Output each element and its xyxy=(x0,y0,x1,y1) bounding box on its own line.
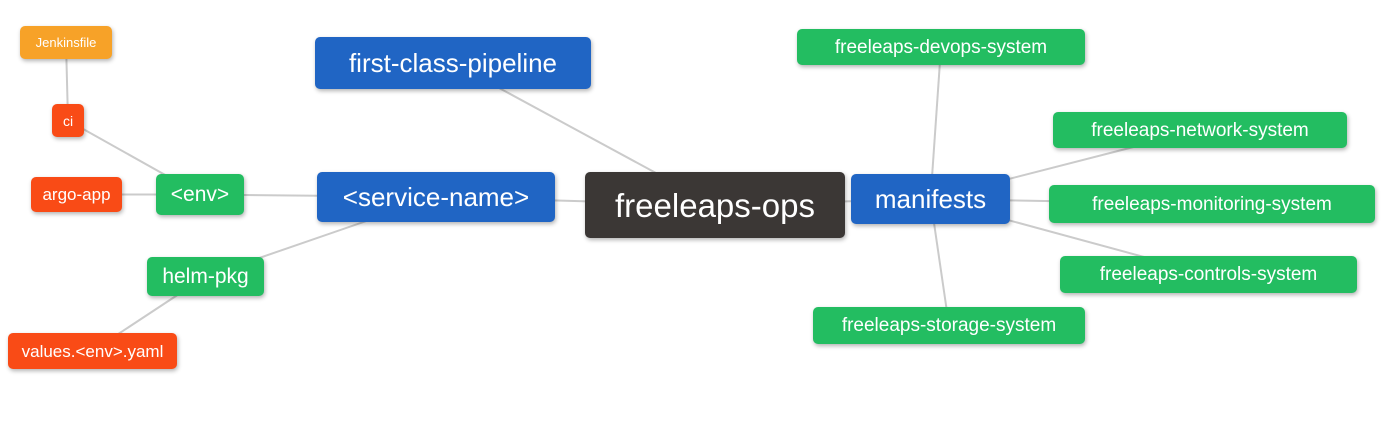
node-values-env-yaml[interactable]: values.<env>.yaml xyxy=(8,333,177,369)
node-env[interactable]: <env> xyxy=(156,174,244,215)
node-ci[interactable]: ci xyxy=(52,104,84,137)
node-freeleaps-devops-system[interactable]: freeleaps-devops-system xyxy=(797,29,1085,65)
node-freeleaps-network-system[interactable]: freeleaps-network-system xyxy=(1053,112,1347,148)
node-freeleaps-monitoring-system[interactable]: freeleaps-monitoring-system xyxy=(1049,185,1375,223)
node-manifests[interactable]: manifests xyxy=(851,174,1010,224)
node-helm-pkg[interactable]: helm-pkg xyxy=(147,257,264,296)
node-first-class-pipeline[interactable]: first-class-pipeline xyxy=(315,37,591,89)
node-argo-app[interactable]: argo-app xyxy=(31,177,122,212)
node-freeleaps-controls-system[interactable]: freeleaps-controls-system xyxy=(1060,256,1357,293)
node-jenkinsfile[interactable]: Jenkinsfile xyxy=(20,26,112,59)
node-freeleaps-storage-system[interactable]: freeleaps-storage-system xyxy=(813,307,1085,344)
edge-manifests-freeleaps-devops-system xyxy=(929,46,942,200)
node-service-name[interactable]: <service-name> xyxy=(317,172,555,222)
node-freeleaps-ops[interactable]: freeleaps-ops xyxy=(585,172,845,238)
